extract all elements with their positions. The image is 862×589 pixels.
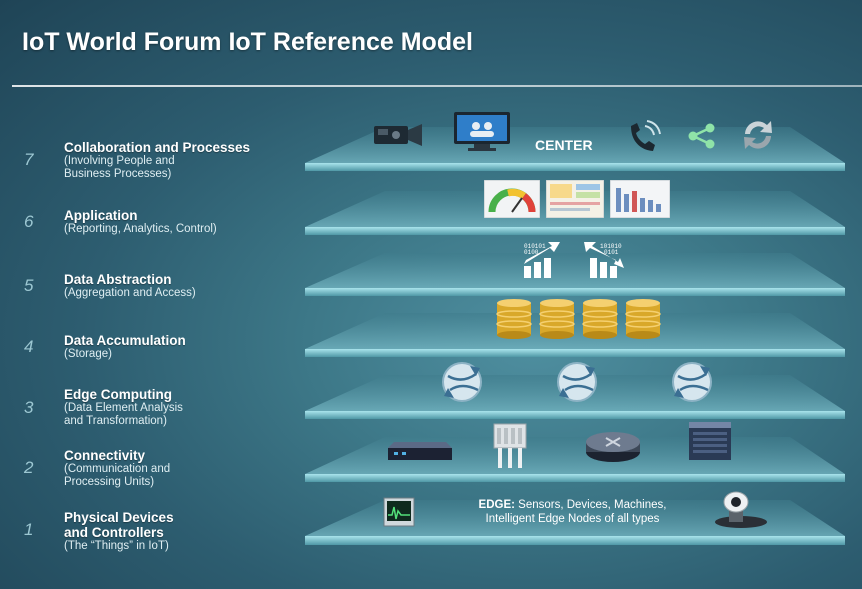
video-camera-icon [374,124,422,146]
dashboard-icon [546,180,604,218]
sync-icon [744,121,772,149]
layer-2-desc-2: Processing Units) [64,476,155,488]
layer-4-label: Data Accumulation (Storage) [64,333,314,361]
layer-1-desc: (The “Things” in IoT) [64,540,169,552]
svg-text:0101: 0101 [604,249,619,256]
gauge-icon [484,180,540,218]
layer-2-desc: (Communication and [64,463,171,475]
layer-2-number: 2 [24,458,34,477]
platform-layer-5 [305,253,845,296]
edge-label-line2: Intelligent Edge Nodes of all types [485,513,660,525]
layer-6-desc: (Reporting, Analytics, Control) [64,223,217,235]
bar-report-icon [610,180,670,218]
platform-layer-7 [305,127,845,171]
layer-1-name-2: and Controllers [64,525,164,540]
switch-icon [388,442,452,460]
database-icon [539,299,575,339]
layer-5-number: 5 [24,276,34,295]
layer-1-name: Physical Devices [64,510,174,525]
share-icon [688,123,715,149]
database-icon [625,299,661,339]
layer-7-label: Collaboration and Processes (Involving P… [64,140,314,181]
layer-1-number: 1 [24,520,34,539]
data-up-icon: 010101 0100 [524,242,560,278]
svg-text:101010: 101010 [600,243,622,250]
database-icon [496,299,532,339]
layer-3-desc-2: and Transformation) [64,415,167,427]
layer-2-label: Connectivity (Communication and Processi… [64,448,314,489]
layer-3-desc: (Data Element Analysis [64,402,183,414]
layer-2-name: Connectivity [64,448,146,463]
gateway-icon [493,423,527,468]
platform-layer-4 [305,313,845,357]
layer-1-label: Physical Devices and Controllers (The “T… [64,510,314,553]
layer-5-desc: (Aggregation and Access) [64,287,196,299]
svg-text:0100: 0100 [524,249,539,256]
layer-7-name: Collaboration and Processes [64,140,251,155]
layer-6-label: Application (Reporting, Analytics, Contr… [64,208,314,236]
layer-3-name: Edge Computing [64,387,172,402]
page-title: IoT World Forum IoT Reference Model [22,28,473,56]
layer-6-name: Application [64,208,138,223]
database-icon [582,299,618,339]
layer-4-name: Data Accumulation [64,333,186,348]
layer-3-number: 3 [24,398,34,417]
telepresence-icon [715,491,767,528]
phone-icon [631,120,661,151]
svg-text:010101: 010101 [524,243,546,250]
server-icon [689,422,731,460]
layer-3-label: Edge Computing (Data Element Analysis an… [64,387,314,428]
platform-layer-2 [305,437,845,482]
edge-label-line1: Sensors, Devices, Machines, [518,499,667,511]
globe-icon [672,362,712,402]
center-label: CENTER [535,137,593,153]
platform-layer-1 [305,500,845,545]
layer-7-desc: (Involving People and [64,155,175,167]
monitor-icon [454,112,510,151]
layer-7-number: 7 [24,150,34,169]
layer-5-label: Data Abstraction (Aggregation and Access… [64,272,314,300]
layer-5-name: Data Abstraction [64,272,172,287]
layer-4-number: 4 [24,337,34,356]
layer-6-number: 6 [24,212,34,231]
globe-icon [557,362,597,402]
edge-label: EDGE: Sensors, Devices, Machines, Intell… [440,498,705,526]
layer-4-desc: (Storage) [64,348,112,360]
data-down-icon: 101010 0101 [584,242,624,278]
layer-7-desc-2: Business Processes) [64,168,172,180]
router-icon [586,432,640,462]
title-divider [12,85,862,87]
edge-label-bold: EDGE: [478,499,515,511]
oscilloscope-icon [383,497,415,527]
globe-icon [442,362,482,402]
